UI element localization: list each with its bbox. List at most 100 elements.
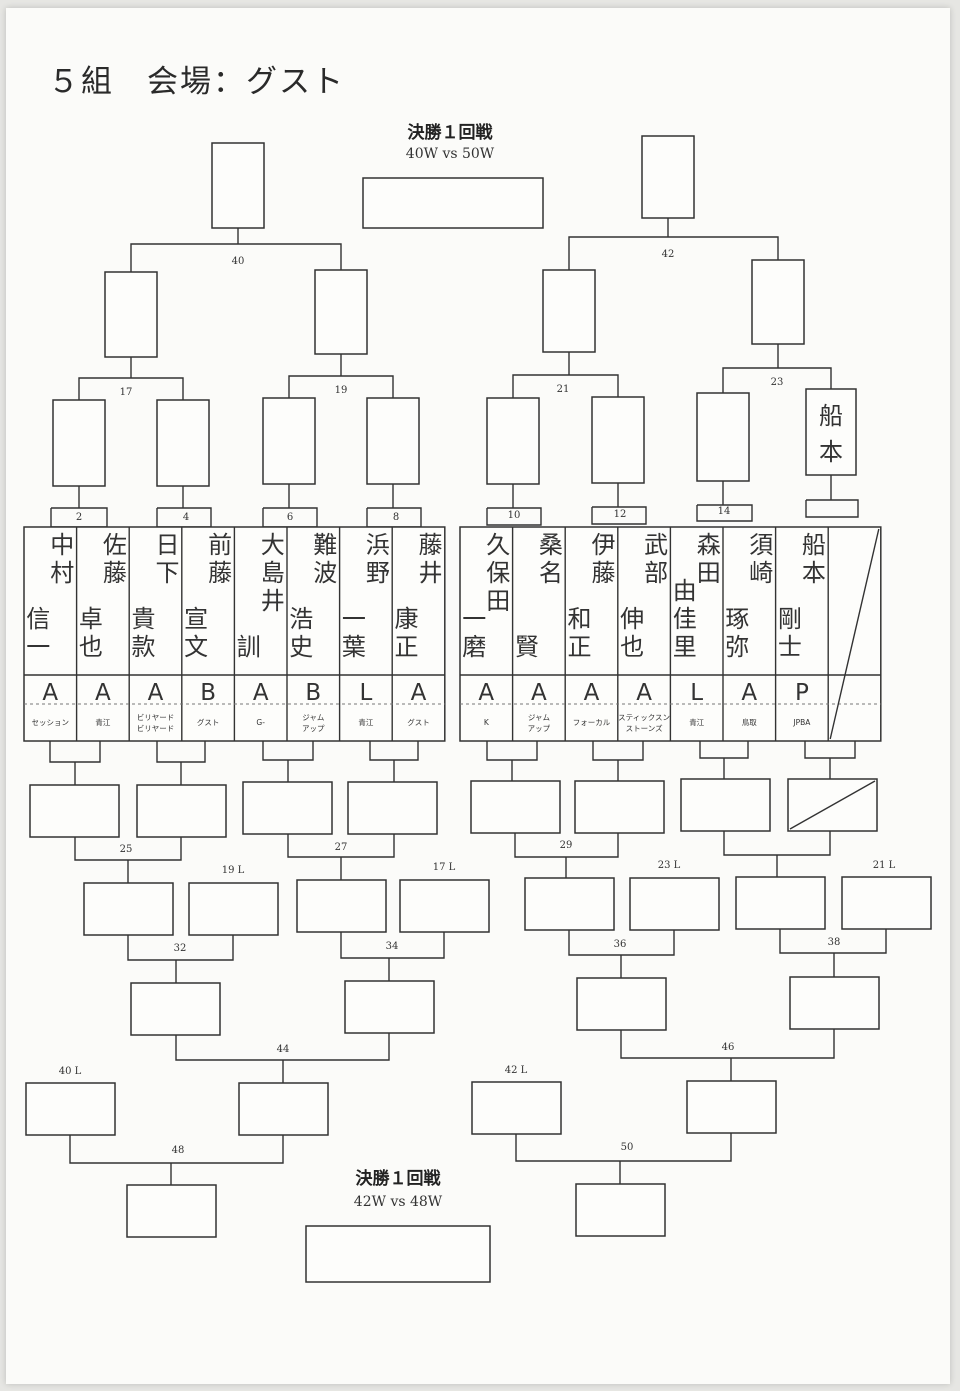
match-number-34: 34 xyxy=(386,941,399,952)
player-rank: B xyxy=(200,680,216,706)
player-name-char: 信 xyxy=(26,605,50,633)
winner-21-box xyxy=(542,269,596,353)
loser-17L-box xyxy=(399,879,490,933)
player-name-char: 琢 xyxy=(725,605,749,633)
player-name-char: 田 xyxy=(697,559,721,587)
loser-label-40: 40 L xyxy=(59,1066,82,1077)
player-name-char: 也 xyxy=(620,633,644,661)
player-rank: A xyxy=(636,680,652,706)
player-name-char: 日 xyxy=(156,531,180,559)
advanced-player-char: 本 xyxy=(819,438,843,466)
player-name-char: 藤 xyxy=(103,559,127,587)
bracket-line xyxy=(369,741,419,761)
loser-34-box xyxy=(344,980,435,1034)
match-number-50: 50 xyxy=(621,1142,634,1153)
player-name-char: 久 xyxy=(486,531,510,559)
player-name-char: 和 xyxy=(568,605,592,633)
player-name-char: 賢 xyxy=(515,633,539,661)
bracket-line xyxy=(512,374,619,398)
bracket-line xyxy=(779,929,887,954)
match-number-46: 46 xyxy=(722,1042,735,1053)
player-club: G- xyxy=(256,718,265,727)
bye-slash xyxy=(789,780,876,830)
player-club: 鳥取 xyxy=(742,717,757,727)
bracket-line xyxy=(130,243,342,272)
match-number-23: 23 xyxy=(771,377,784,388)
bracket-line xyxy=(804,741,856,759)
player-name-char: 佳 xyxy=(673,605,697,633)
winner-16-box xyxy=(805,388,857,476)
player-name-char: 野 xyxy=(366,559,390,587)
player-name-char: 下 xyxy=(156,559,180,587)
match-number-42: 42 xyxy=(662,249,675,260)
winner-17-box xyxy=(104,271,158,358)
player-name-char: 波 xyxy=(313,559,337,587)
page-title: ５組 会場：グスト xyxy=(48,64,345,100)
loser-slot-7 xyxy=(680,778,771,832)
loser-slot-6 xyxy=(574,780,665,834)
player-rank: A xyxy=(584,680,600,706)
winner-4-box xyxy=(156,399,210,487)
bracket-line xyxy=(262,741,314,761)
winner-14-box xyxy=(696,392,750,482)
loser-31-box xyxy=(735,876,826,930)
player-name-char: 康 xyxy=(395,605,419,633)
loser-slot-1 xyxy=(29,784,120,838)
final-top-title: 決勝１回戦 xyxy=(407,123,493,143)
loser-42L-box xyxy=(471,1081,562,1135)
player-name-char: 名 xyxy=(539,559,563,587)
final-bottom-result-box xyxy=(305,1225,491,1283)
bracket-line xyxy=(288,375,394,398)
bracket-line xyxy=(620,1029,835,1059)
player-name-char: 森 xyxy=(697,531,721,559)
match-number-29: 29 xyxy=(560,840,573,851)
player-rank: A xyxy=(478,680,494,706)
advanced-player-char: 船 xyxy=(819,402,843,430)
loser-21L-box xyxy=(841,876,932,930)
player-name-char: 宣 xyxy=(184,605,208,633)
match-number-17: 17 xyxy=(120,387,133,398)
player-name-char: 佐 xyxy=(103,531,127,559)
winner-23-box xyxy=(751,259,805,345)
player-club: アップ xyxy=(302,724,325,733)
loser-29-box xyxy=(524,877,615,931)
player-name-char: 里 xyxy=(673,633,697,661)
player-rank: A xyxy=(253,680,269,706)
player-rank: A xyxy=(42,680,58,706)
player-rank: A xyxy=(411,680,427,706)
match-number-2: 2 xyxy=(76,512,82,523)
player-club: ビリヤード xyxy=(137,713,175,722)
player-name-char: 一 xyxy=(462,605,486,633)
match-number-21: 21 xyxy=(557,384,570,395)
match-number-27: 27 xyxy=(335,842,348,853)
final-bottom-title: 決勝１回戦 xyxy=(355,1169,441,1189)
match-number-6: 6 xyxy=(287,512,293,523)
player-name-char: 須 xyxy=(749,531,773,559)
player-name-char: 伊 xyxy=(592,531,616,559)
player-club: アップ xyxy=(528,724,551,733)
final-top-right-box xyxy=(641,135,695,219)
bracket-line xyxy=(723,831,831,856)
player-rank: A xyxy=(531,680,547,706)
winner-12-box xyxy=(591,396,645,484)
player-rank: A xyxy=(95,680,111,706)
match-number-25: 25 xyxy=(120,844,133,855)
player-name-char: 難 xyxy=(313,531,337,559)
loser-40L-box xyxy=(25,1082,116,1136)
winner-10-box xyxy=(486,397,540,485)
bracket-line xyxy=(78,377,184,400)
bracket-line xyxy=(568,236,779,270)
loser-label-17: 17 L xyxy=(433,862,456,873)
loser-32-box xyxy=(130,982,221,1036)
bracket-line xyxy=(805,499,859,518)
loser-label-21: 21 L xyxy=(873,860,896,871)
loser-label-19: 19 L xyxy=(222,865,245,876)
player-name-char: 正 xyxy=(568,633,592,661)
player-name-char: 浩 xyxy=(289,605,313,633)
player-rank: A xyxy=(148,680,164,706)
player-name-char: 浜 xyxy=(366,531,390,559)
player-name-char: 葉 xyxy=(342,633,366,661)
match-number-12: 12 xyxy=(614,509,627,520)
player-club: 青江 xyxy=(358,717,373,727)
final-bottom-subtitle: 42W vs 48W xyxy=(353,1194,443,1210)
